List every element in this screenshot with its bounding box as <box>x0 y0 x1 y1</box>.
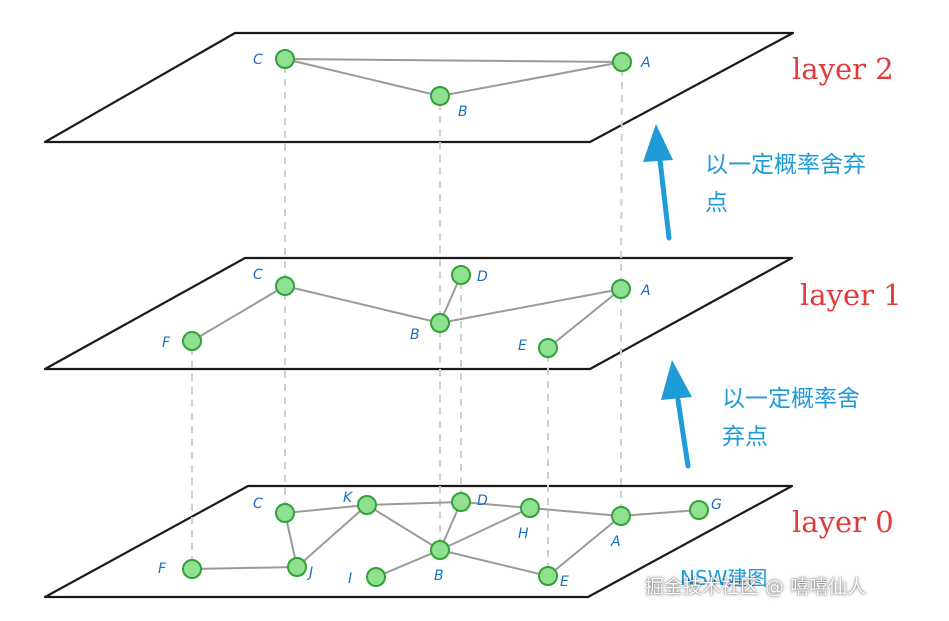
node-label-c: C <box>253 267 263 283</box>
edge-f-j <box>191 566 298 570</box>
vertical-guide <box>620 68 623 283</box>
edge-d-h <box>460 501 531 509</box>
node-j <box>287 557 307 577</box>
edge-e-a <box>547 515 622 577</box>
layer-0-label: layer 0 <box>792 505 894 539</box>
edge-i-b <box>375 549 441 578</box>
caption-line: 点 <box>705 190 728 216</box>
arrow-icon <box>643 124 673 241</box>
arrow-icon <box>661 360 692 469</box>
watermark: 掘金技术社区 @ 嘻嘻仙人 <box>645 576 867 598</box>
edge-k-j <box>296 504 368 568</box>
upper-drop-caption: 以一定概率舍弃 点 <box>705 146 866 222</box>
node-label-f: F <box>162 335 171 351</box>
node-label-a: A <box>610 534 621 550</box>
edge-k-b <box>366 504 441 551</box>
node-label-c: C <box>253 496 263 512</box>
edge-a-g <box>620 509 700 517</box>
node-c <box>275 503 295 523</box>
node-label-a: A <box>640 55 651 71</box>
node-h <box>520 498 540 518</box>
layers-group: C A B C D A F B E C K D H A G F J I B E <box>43 31 795 599</box>
edge-b-a <box>439 61 623 97</box>
caption-line: 以一定概率舍弃 <box>705 152 866 178</box>
node-label-b: B <box>410 327 420 343</box>
edge-c-b <box>284 58 441 97</box>
node-k <box>357 495 377 515</box>
edge-h-a <box>529 507 622 517</box>
edge-k-d <box>366 501 462 506</box>
edge-b-a <box>439 288 622 324</box>
caption-line: 弃点 <box>722 424 768 450</box>
node-label-a: A <box>640 283 651 299</box>
node-c <box>275 276 295 296</box>
lower-drop-caption: 以一定概率舍 弃点 <box>722 380 860 456</box>
node-a <box>611 279 631 299</box>
node-label-b: B <box>434 568 444 584</box>
edge-c-k <box>284 504 368 514</box>
node-label-i: I <box>348 571 352 587</box>
node-d <box>451 265 471 285</box>
node-a <box>611 506 631 526</box>
node-b <box>430 313 450 333</box>
edge-b-h <box>439 507 531 551</box>
node-a <box>612 52 632 72</box>
edge-f-c <box>191 285 286 342</box>
node-label-e: E <box>560 574 569 590</box>
layer-1-label: layer 1 <box>800 278 902 312</box>
layer-2-label: layer 2 <box>792 52 894 86</box>
edge-c-b <box>284 285 441 324</box>
edge-c-a <box>284 58 623 63</box>
edge-e-a <box>547 288 622 349</box>
node-b <box>430 540 450 560</box>
node-d <box>451 492 471 512</box>
node-label-k: K <box>343 490 354 506</box>
node-f <box>182 331 202 351</box>
node-c <box>275 49 295 69</box>
node-f <box>182 559 202 579</box>
edge-b-e <box>439 549 549 577</box>
node-label-d: D <box>477 493 488 509</box>
layer-2-plane <box>43 31 795 144</box>
node-label-g: G <box>711 497 722 513</box>
node-label-j: J <box>306 565 313 581</box>
node-g <box>689 500 709 520</box>
caption-line: 以一定概率舍 <box>722 386 860 412</box>
node-label-h: H <box>518 526 529 542</box>
node-label-b: B <box>458 104 468 120</box>
node-e <box>538 566 558 586</box>
node-e <box>538 338 558 358</box>
nsw-label: NSW建图 <box>680 566 768 590</box>
node-b <box>430 86 450 106</box>
node-label-c: C <box>253 52 263 68</box>
node-label-e: E <box>518 338 527 354</box>
node-i <box>366 567 386 587</box>
node-label-f: F <box>158 561 167 577</box>
layer-1-plane <box>43 256 794 371</box>
node-label-d: D <box>477 269 488 285</box>
